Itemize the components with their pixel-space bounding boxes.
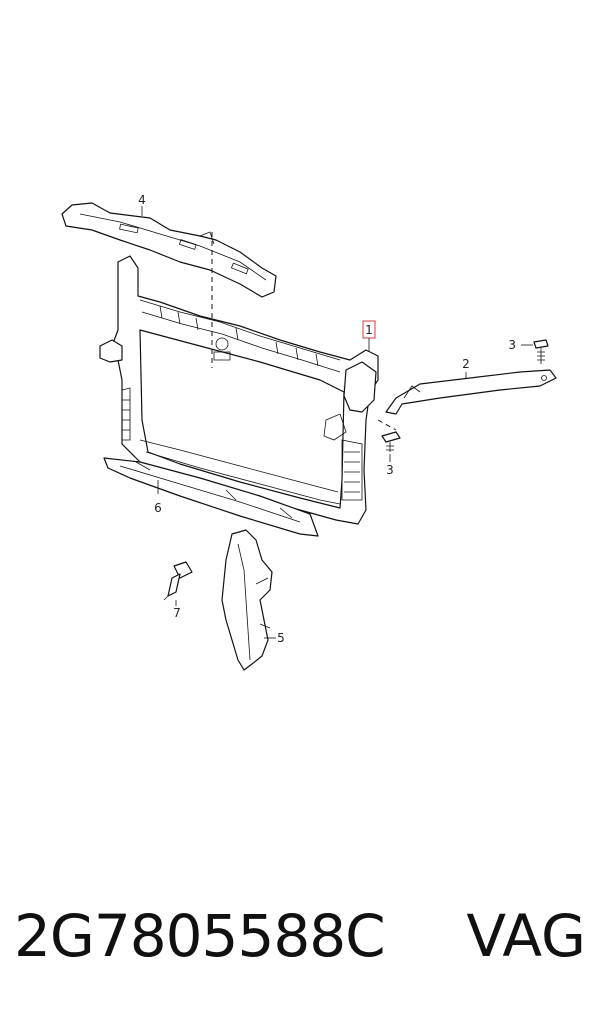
- callout-4: 4: [138, 193, 146, 216]
- svg-text:5: 5: [277, 631, 285, 645]
- part-3-screw-top: 3: [508, 338, 549, 364]
- part-5-side-guide: 5: [221, 529, 285, 671]
- brand-label: VAG: [466, 902, 586, 970]
- callout-1: 1: [362, 320, 376, 352]
- part-7-sensor: 7: [163, 561, 193, 620]
- part-4-upper-cover: [61, 202, 277, 298]
- svg-text:3: 3: [386, 463, 394, 477]
- svg-text:7: 7: [173, 606, 181, 620]
- svg-text:4: 4: [138, 193, 146, 207]
- part-3-screw-lower: 3: [381, 431, 401, 477]
- part-6-lower-guide: 6: [103, 457, 319, 537]
- svg-text:6: 6: [154, 501, 162, 515]
- svg-text:3: 3: [508, 338, 516, 352]
- svg-text:1: 1: [365, 323, 373, 337]
- callout-2: 2: [462, 357, 470, 371]
- svg-text:2: 2: [462, 357, 470, 371]
- part-number: 2G7805588C: [14, 902, 386, 970]
- part-1-front-carrier: [99, 255, 379, 525]
- assembly-line-2-screw: [377, 419, 397, 431]
- part-2-bracket: [385, 369, 557, 415]
